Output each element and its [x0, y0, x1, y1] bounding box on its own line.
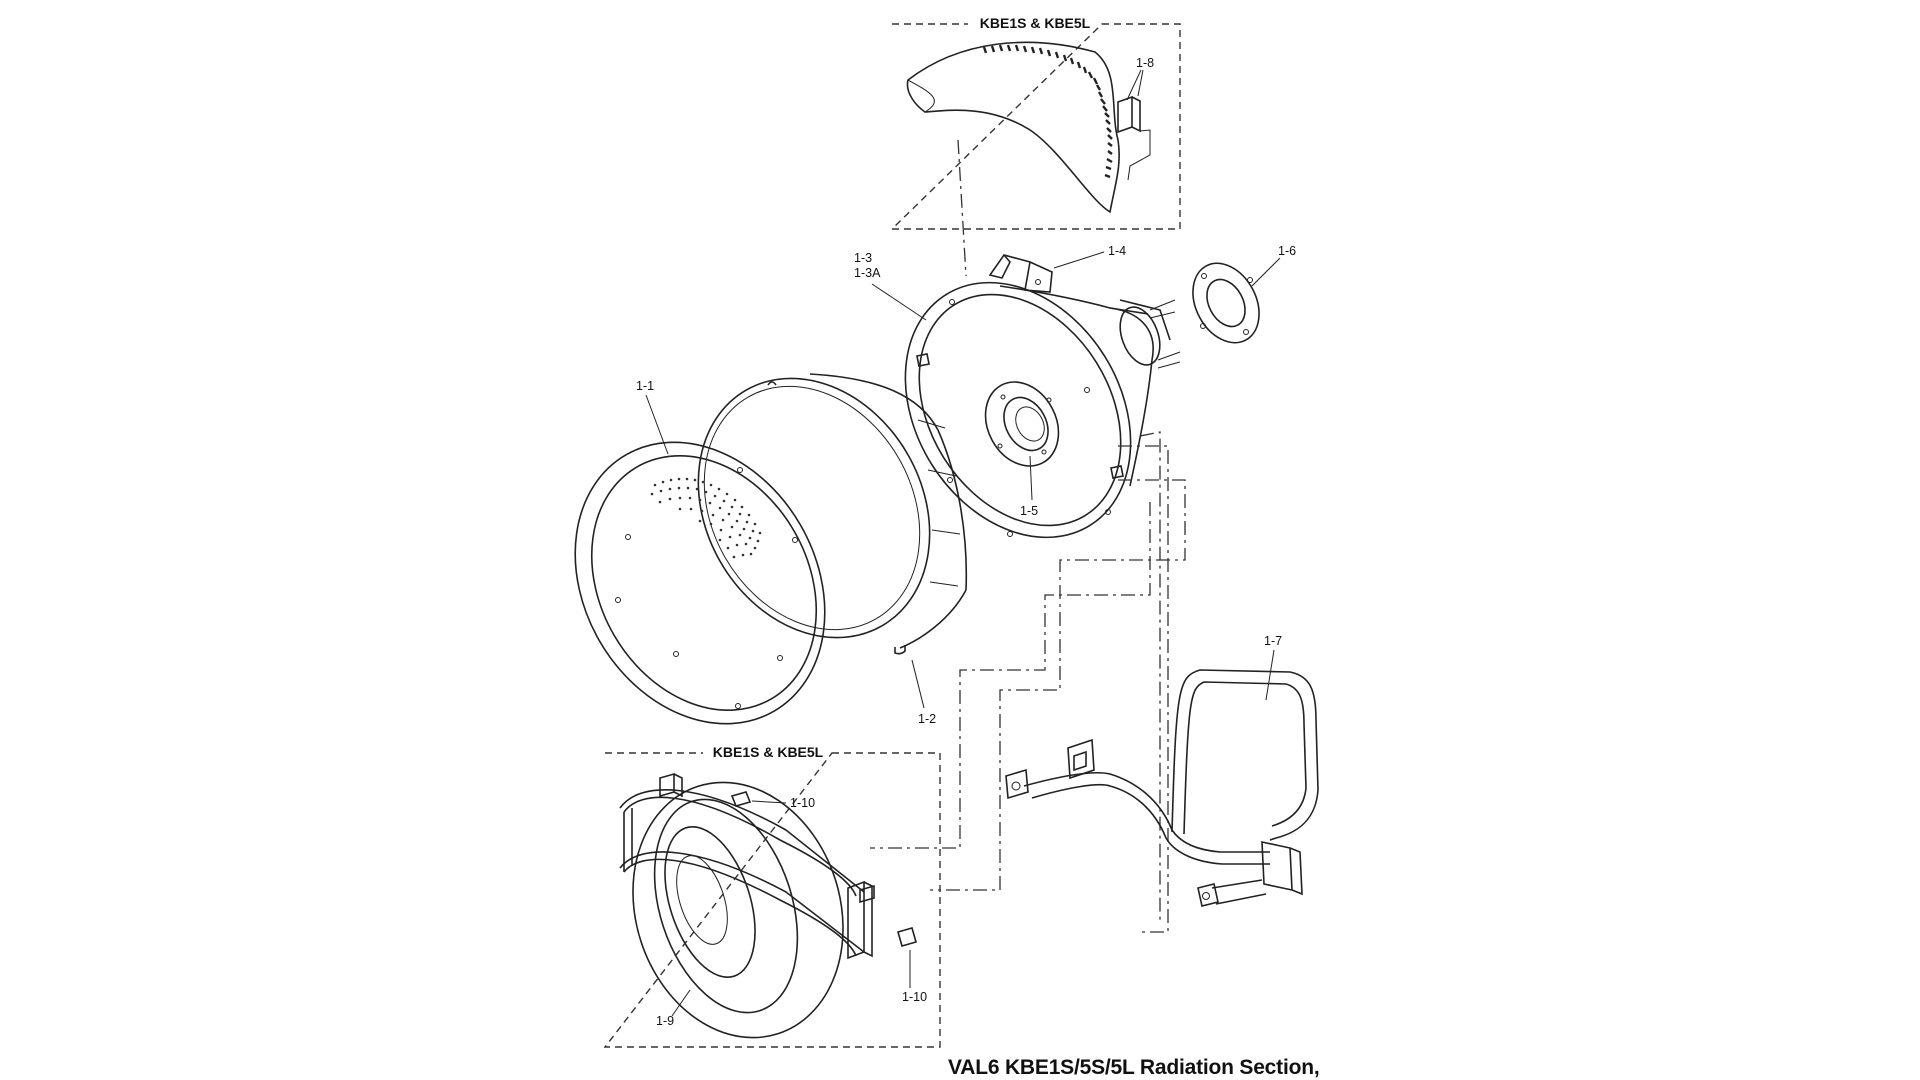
callout-1-2: 1-2	[911, 659, 936, 726]
callout-1-5: 1-5	[1020, 455, 1038, 518]
callout-1-8: 1-8	[1126, 56, 1154, 101]
assembly-lines	[870, 431, 1186, 933]
option-box-bottom-title: KBE1S & KBE5L	[713, 744, 824, 760]
cone-part	[697, 373, 968, 655]
callout-1-10-lower: 1-10	[902, 950, 927, 1004]
svg-text:1-5: 1-5	[1020, 504, 1038, 518]
grille-part	[574, 441, 826, 725]
clip-upper	[730, 791, 752, 807]
option-box-top-title: KBE1S & KBE5L	[980, 15, 1091, 31]
svg-text:1-10: 1-10	[790, 796, 815, 810]
figure-caption: VAL6 KBE1S/5S/5L Radiation Section,	[948, 1056, 1320, 1079]
svg-text:1-2: 1-2	[918, 712, 936, 726]
callout-1-3: 1-3 1-3A	[854, 251, 927, 321]
assembly-line-shield	[957, 139, 967, 277]
svg-text:1-1: 1-1	[636, 379, 654, 393]
gasket-part	[1192, 262, 1260, 344]
mount-clip-part	[988, 253, 1053, 293]
callout-1-9: 1-9	[656, 989, 691, 1028]
callout-1-1: 1-1	[636, 379, 669, 455]
callout-1-6: 1-6	[1251, 244, 1296, 287]
callout-1-4: 1-4	[1053, 244, 1126, 269]
svg-text:1-8: 1-8	[1136, 56, 1154, 70]
callout-1-7: 1-7	[1264, 634, 1282, 701]
sun-shield-part	[906, 41, 1151, 214]
option-box-top: KBE1S & KBE5L	[890, 15, 1181, 230]
svg-text:1-9: 1-9	[656, 1014, 674, 1028]
wire-guard-part	[619, 772, 917, 1039]
clip-lower	[897, 927, 917, 947]
yoke-part	[1005, 669, 1319, 907]
grille-perforation	[650, 477, 762, 559]
svg-text:1-4: 1-4	[1108, 244, 1126, 258]
housing-part	[904, 281, 1181, 539]
shield-vent-slots	[982, 44, 1113, 179]
callout-1-10-upper: 1-10	[751, 796, 815, 810]
svg-text:1-7: 1-7	[1264, 634, 1282, 648]
svg-text:1-3A: 1-3A	[854, 266, 881, 280]
option-box-bottom: KBE1S & KBE5L	[603, 744, 941, 1048]
svg-text:1-10: 1-10	[902, 990, 927, 1004]
svg-text:1-6: 1-6	[1278, 244, 1296, 258]
svg-text:1-3: 1-3	[854, 251, 872, 265]
